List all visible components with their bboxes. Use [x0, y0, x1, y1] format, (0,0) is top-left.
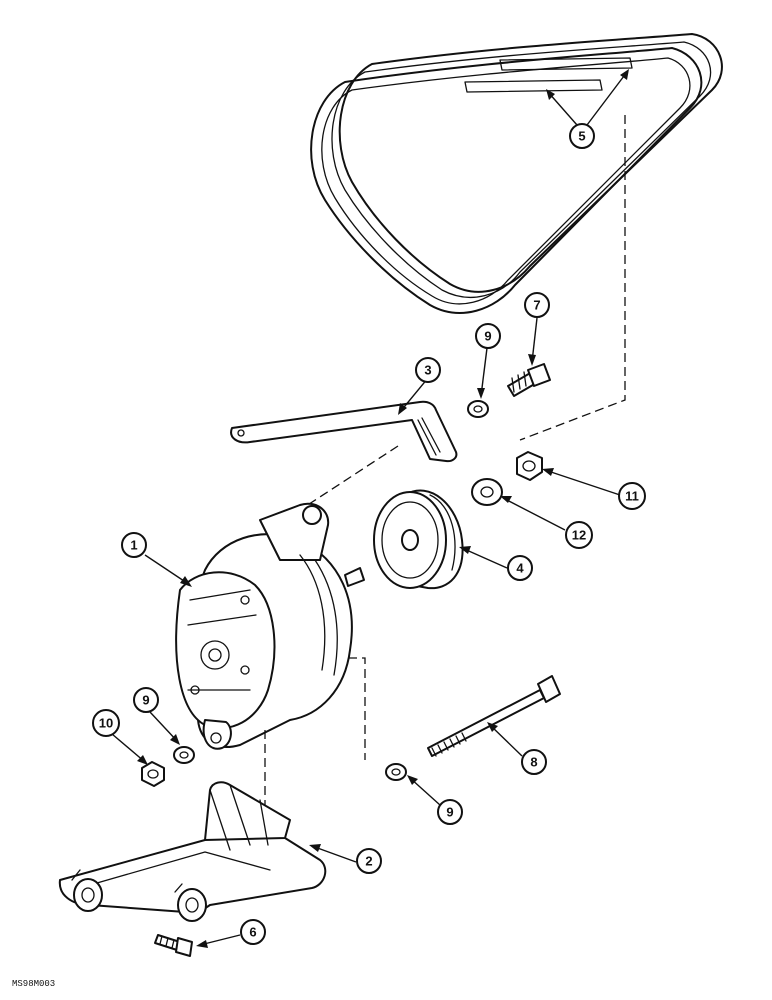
callout-10: 10	[92, 709, 120, 737]
callout-3: 3	[415, 357, 441, 383]
callout-6: 6	[240, 919, 266, 945]
callout-7: 7	[524, 292, 550, 318]
mounting-bracket	[58, 781, 327, 922]
callout-9-lower-right: 9	[437, 799, 463, 825]
drawing-code: MS98M003	[12, 979, 55, 989]
svg-text:12: 12	[572, 528, 586, 543]
callout-9-upper: 9	[475, 323, 501, 349]
callout-8: 8	[521, 749, 547, 775]
callout-2: 2	[356, 848, 382, 874]
washer-upper	[467, 400, 489, 418]
svg-text:1: 1	[130, 538, 137, 553]
svg-text:7: 7	[533, 298, 540, 313]
cap-screw-upper	[507, 363, 551, 397]
svg-text:5: 5	[578, 129, 585, 144]
svg-text:8: 8	[530, 755, 537, 770]
nut-11	[516, 451, 543, 481]
callout-11: 11	[618, 482, 646, 510]
svg-text:6: 6	[249, 925, 256, 940]
drive-belts	[310, 33, 723, 441]
callout-12: 12	[565, 521, 593, 549]
svg-text:3: 3	[424, 363, 431, 378]
washer-12	[471, 478, 503, 506]
washer-lower-right	[385, 763, 407, 781]
callout-1: 1	[121, 532, 147, 558]
svg-text:11: 11	[625, 489, 639, 504]
adjusting-strap	[230, 400, 458, 511]
pulley	[373, 489, 464, 590]
nut-10	[141, 761, 165, 787]
washer-lower-left	[173, 746, 195, 764]
callout-4: 4	[507, 555, 533, 581]
callout-9-lower-left: 9	[133, 687, 159, 713]
svg-text:9: 9	[446, 805, 453, 820]
cap-screw-lower	[154, 934, 193, 957]
callout-5: 5	[569, 123, 595, 149]
leader-lines	[111, 69, 629, 948]
svg-text:9: 9	[484, 329, 491, 344]
svg-text:10: 10	[99, 716, 113, 731]
svg-text:9: 9	[142, 693, 149, 708]
svg-text:2: 2	[365, 854, 372, 869]
alternator	[175, 502, 366, 840]
long-bolt	[427, 675, 561, 757]
svg-text:4: 4	[516, 561, 524, 576]
